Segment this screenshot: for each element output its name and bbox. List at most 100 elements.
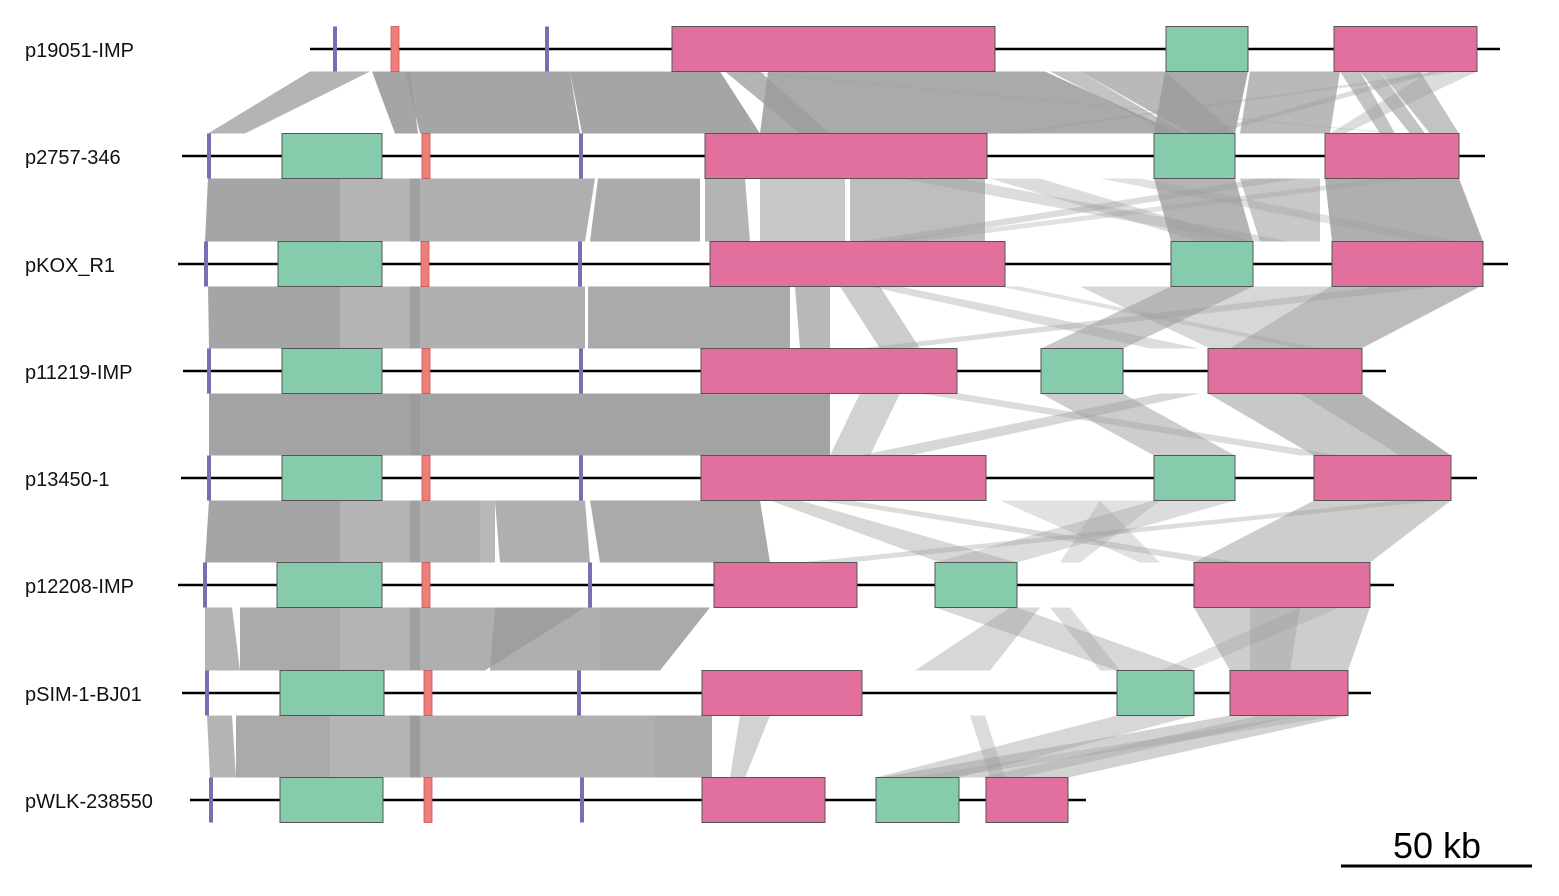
purple-marker — [207, 348, 211, 394]
red-marker — [420, 241, 430, 287]
green-module-block — [1170, 241, 1254, 287]
pink-module-block — [1324, 133, 1460, 179]
synteny-link — [705, 178, 750, 242]
synteny-link — [970, 715, 1005, 778]
synteny-link — [1200, 71, 1440, 134]
green-module-block — [1116, 670, 1195, 716]
synteny-link — [820, 500, 1240, 563]
purple-marker — [579, 133, 583, 179]
plasmid-track — [310, 26, 1500, 72]
synteny-link — [735, 71, 1400, 134]
synteny-link — [1154, 178, 1253, 242]
synteny-link — [495, 500, 590, 563]
purple-marker — [203, 562, 207, 608]
synteny-links — [205, 71, 1483, 778]
track-label-p11219-imp: p11219-IMP — [25, 362, 132, 384]
synteny-link — [490, 607, 600, 671]
track-label-p13450-1: p13450-1 — [25, 469, 110, 491]
purple-marker — [333, 26, 337, 72]
pink-module-block — [985, 777, 1069, 823]
synteny-link — [340, 178, 410, 242]
synteny-link — [207, 715, 236, 778]
pink-module-block — [1207, 348, 1363, 394]
plasmid-track — [183, 348, 1386, 394]
synteny-link — [800, 500, 1440, 563]
synteny-link — [410, 715, 420, 778]
purple-marker — [205, 670, 209, 716]
pink-module-block — [700, 348, 958, 394]
purple-marker — [579, 455, 583, 501]
synteny-link — [1340, 71, 1395, 134]
purple-marker — [579, 348, 583, 394]
synteny-link — [205, 178, 340, 242]
synteny-link — [830, 393, 900, 456]
synteny-link — [880, 715, 1348, 778]
synteny-link — [405, 71, 580, 134]
synteny-link — [1380, 71, 1445, 134]
plasmid-track — [190, 777, 1086, 823]
plasmid-track — [181, 455, 1477, 501]
pink-module-block — [1313, 455, 1452, 501]
synteny-link — [410, 607, 420, 671]
synteny-link — [860, 178, 1300, 242]
synteny-link — [935, 607, 1194, 671]
synteny-link — [1100, 178, 1460, 242]
synteny-link — [1000, 500, 1160, 563]
synteny-link — [1000, 286, 1320, 349]
synteny-link — [1330, 71, 1477, 134]
synteny-link — [770, 500, 1017, 563]
synteny-link — [1194, 607, 1370, 671]
red-marker — [421, 348, 431, 394]
red-marker — [390, 26, 400, 72]
pink-module-block — [700, 455, 987, 501]
track-label-p19051-imp: p19051-IMP — [25, 40, 134, 62]
green-module-block — [281, 348, 383, 394]
pink-module-block — [704, 133, 988, 179]
track-label-pkox-r1: pKOX_R1 — [25, 255, 115, 277]
synteny-link — [420, 500, 480, 563]
track-label-p12208-imp: p12208-IMP — [25, 576, 134, 598]
synteny-link — [372, 71, 418, 134]
red-marker — [421, 562, 431, 608]
synteny-link — [1240, 71, 1340, 134]
synteny-link — [1060, 500, 1160, 563]
synteny-link — [340, 286, 410, 349]
purple-marker — [545, 26, 549, 72]
synteny-link — [1041, 286, 1253, 349]
green-module-block — [279, 777, 384, 823]
pink-module-block — [709, 241, 1006, 287]
synteny-link — [1250, 607, 1300, 671]
purple-marker — [207, 455, 211, 501]
synteny-link — [240, 607, 340, 671]
plasmid-track — [182, 133, 1485, 179]
synteny-link — [236, 715, 330, 778]
green-module-block — [1153, 455, 1236, 501]
track-label-psim-1-bj01: pSIM-1-BJ01 — [25, 684, 142, 706]
synteny-link — [910, 715, 1340, 778]
synteny-link — [410, 500, 420, 563]
synteny-link — [850, 178, 985, 242]
scale-bar-label: 50 kb — [1393, 825, 1481, 866]
synteny-link — [340, 607, 410, 671]
pink-module-block — [701, 670, 863, 716]
red-marker — [421, 455, 431, 501]
synteny-link — [410, 286, 420, 349]
track-label-p2757-346: p2757-346 — [25, 147, 121, 169]
green-module-block — [281, 455, 383, 501]
red-marker — [421, 133, 431, 179]
synteny-link — [1194, 500, 1451, 563]
pink-module-block — [1331, 241, 1484, 287]
synteny-link — [590, 500, 770, 563]
pink-module-block — [671, 26, 996, 72]
synteny-link — [1240, 178, 1320, 242]
synteny-link — [1208, 393, 1451, 456]
synteny-link — [1041, 393, 1235, 456]
purple-marker — [209, 777, 213, 823]
purple-marker — [577, 670, 581, 716]
green-module-block — [934, 562, 1018, 608]
synteny-link — [570, 71, 760, 134]
synteny-link — [860, 393, 1200, 456]
synteny-link — [1050, 607, 1120, 671]
synteny-link — [480, 500, 495, 563]
plasmid-track — [178, 241, 1508, 287]
